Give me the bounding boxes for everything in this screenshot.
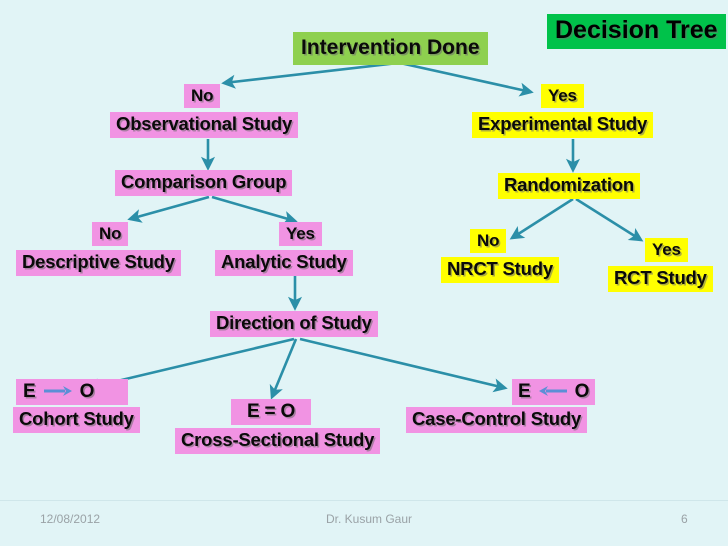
label-experimental-condition: Yes [541,84,584,108]
relation-cross-sectional: E = O [231,399,312,425]
node-nrct-study: NRCT Study [441,257,559,283]
outcome-label: O [79,381,95,402]
node-analytic-study: Analytic Study [215,250,353,276]
label-observational-condition: No [184,84,221,108]
node-randomization: Randomization [498,173,640,199]
exposure-label: E [23,381,36,402]
node-comparison-group: Comparison Group [115,170,293,196]
exposure-label: E [518,381,531,402]
node-experimental-study: Experimental Study [472,112,654,138]
node-rct-study: RCT Study [608,266,713,292]
footer-page-number: 6 [681,512,688,526]
node-direction-of-study: Direction of Study [210,311,378,337]
slide-footer: 12/08/2012 Dr. Kusum Gaur 6 [0,500,728,546]
root-question: Intervention Done [293,32,488,65]
node-observational-study: Observational Study [110,112,299,138]
label-analytic-condition: Yes [279,222,322,246]
outcome-label: O [574,381,590,402]
arrow-left-icon [538,382,568,401]
relation-case-control: E O [512,379,596,406]
node-cohort-study: Cohort Study [13,407,140,433]
relation-cohort: E O [16,379,129,406]
label-nrct-condition: No [470,229,507,253]
node-cross-sectional-study: Cross-Sectional Study [175,428,381,454]
page-title: Decision Tree [547,14,726,49]
footer-date: 12/08/2012 [40,512,101,526]
node-descriptive-study: Descriptive Study [16,250,181,276]
label-rct-condition: Yes [645,238,688,262]
footer-divider [0,500,728,501]
arrow-right-icon [43,382,73,401]
node-case-control-study: Case-Control Study [406,407,588,433]
label-descriptive-condition: No [92,222,129,246]
footer-author: Dr. Kusum Gaur [326,512,413,526]
